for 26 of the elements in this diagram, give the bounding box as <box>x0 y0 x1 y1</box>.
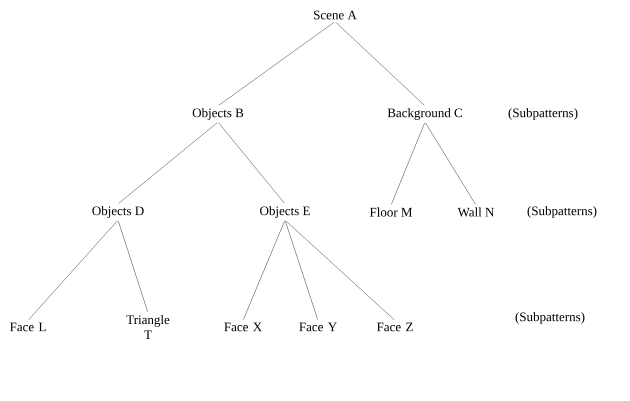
tree-line <box>218 22 334 106</box>
node-label: Triangle T <box>126 314 170 339</box>
tree-line <box>118 122 218 204</box>
tree-line <box>28 220 118 320</box>
node-label: Background C <box>388 108 462 120</box>
tree-line <box>243 220 285 320</box>
node-label: Wall N <box>458 207 494 217</box>
tree-line <box>286 220 394 320</box>
node-label: Scene A <box>314 10 357 20</box>
annotation-text: (Subpatterns) <box>528 206 596 218</box>
node-label: Face Z <box>376 322 413 332</box>
annotation-text: (Subpatterns) <box>516 312 584 324</box>
tree-line <box>285 220 318 320</box>
tree-line <box>118 220 148 312</box>
tree-line <box>425 122 476 205</box>
node-label: Objects D <box>92 206 144 218</box>
node-label: Face L <box>10 322 46 332</box>
node-label: Face X <box>224 322 262 332</box>
node-label: Floor M <box>370 207 412 217</box>
tree-line <box>218 122 285 204</box>
tree-line <box>391 122 425 204</box>
node-label: Face Y <box>299 322 337 332</box>
node-label: Objects B <box>192 108 244 120</box>
node-label: Objects E <box>260 206 310 218</box>
annotation-text: (Subpatterns) <box>508 108 578 120</box>
tree-line <box>336 22 424 106</box>
